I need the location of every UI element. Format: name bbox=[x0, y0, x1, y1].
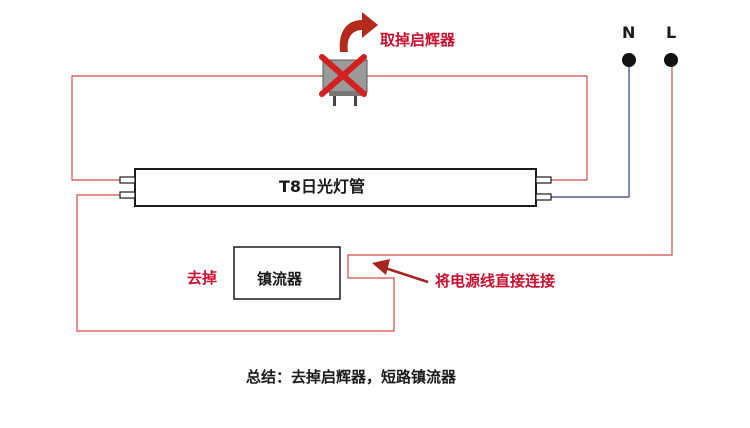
tube-label: T8日光灯管 bbox=[279, 177, 366, 196]
summary-text: 总结：去掉启辉器，短路镇流器 bbox=[246, 368, 457, 386]
tube-right-pins bbox=[535, 176, 552, 201]
arrow-icon bbox=[372, 259, 429, 284]
curved-arrow-icon bbox=[339, 12, 378, 52]
connection-note: 将电源线直接连接 bbox=[435, 272, 556, 290]
neutral-terminal bbox=[622, 53, 636, 67]
fluorescent-tube bbox=[134, 168, 537, 207]
ballast-label: 镇流器 bbox=[257, 270, 303, 288]
live-terminal bbox=[664, 53, 678, 67]
live-label: L bbox=[666, 23, 677, 42]
x-mark-icon bbox=[319, 54, 367, 97]
starter-wire bbox=[71, 75, 335, 181]
ballast-bypass-wire bbox=[76, 62, 673, 332]
starter-wire-right bbox=[360, 75, 588, 181]
ballast-box bbox=[233, 246, 341, 300]
ballast-annotation: 去掉 bbox=[187, 269, 218, 287]
tube-left-pins bbox=[119, 176, 136, 199]
neutral-wire bbox=[550, 62, 630, 198]
starter-annotation: 取掉启辉器 bbox=[380, 31, 456, 49]
neutral-label: N bbox=[622, 23, 636, 42]
